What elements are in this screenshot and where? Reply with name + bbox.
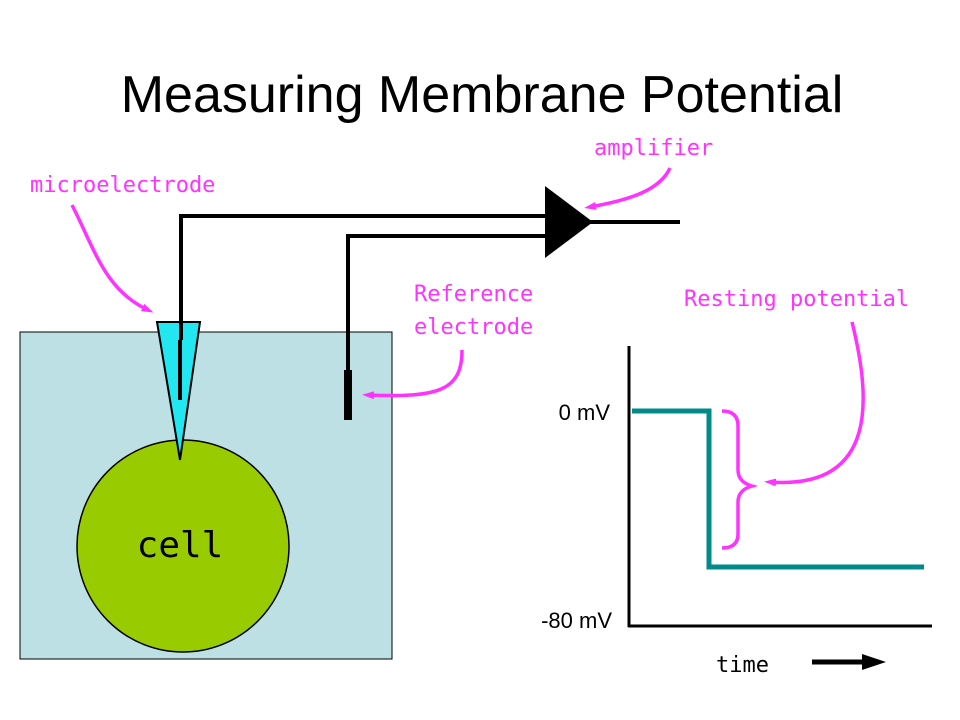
- microelectrode-wire: [179, 214, 560, 340]
- amplifier-label: amplifier: [594, 136, 713, 161]
- y-tick-label-0mv: 0 mV: [559, 400, 611, 425]
- y-tick-label-minus-80mv: -80 mV: [541, 608, 612, 633]
- page-title: Measuring Membrane Potential: [121, 66, 844, 124]
- reference-electrode-label-line2: electrode: [414, 315, 533, 340]
- amplifier-triangle-icon: [545, 186, 593, 258]
- reference-electrode-arrow: [362, 349, 464, 400]
- x-axis-label: time: [716, 653, 769, 678]
- reference-wire: [346, 234, 560, 375]
- microelectrode-arrow: [70, 204, 154, 313]
- resting-potential-bracket: [721, 409, 759, 550]
- reference-electrode-label-line1: Reference: [414, 282, 533, 307]
- resting-potential-arrow: [764, 321, 865, 487]
- microelectrode-label: microelectrode: [30, 173, 215, 198]
- resting-potential-label: Resting potential: [684, 287, 909, 312]
- cell-label: cell: [137, 525, 224, 566]
- membrane-potential-trace: [632, 408, 924, 570]
- membrane-potential-chart: 0 mV -80 mV time: [541, 346, 932, 678]
- arrow-right-icon-head: [862, 654, 886, 670]
- amplifier-arrow: [584, 167, 672, 210]
